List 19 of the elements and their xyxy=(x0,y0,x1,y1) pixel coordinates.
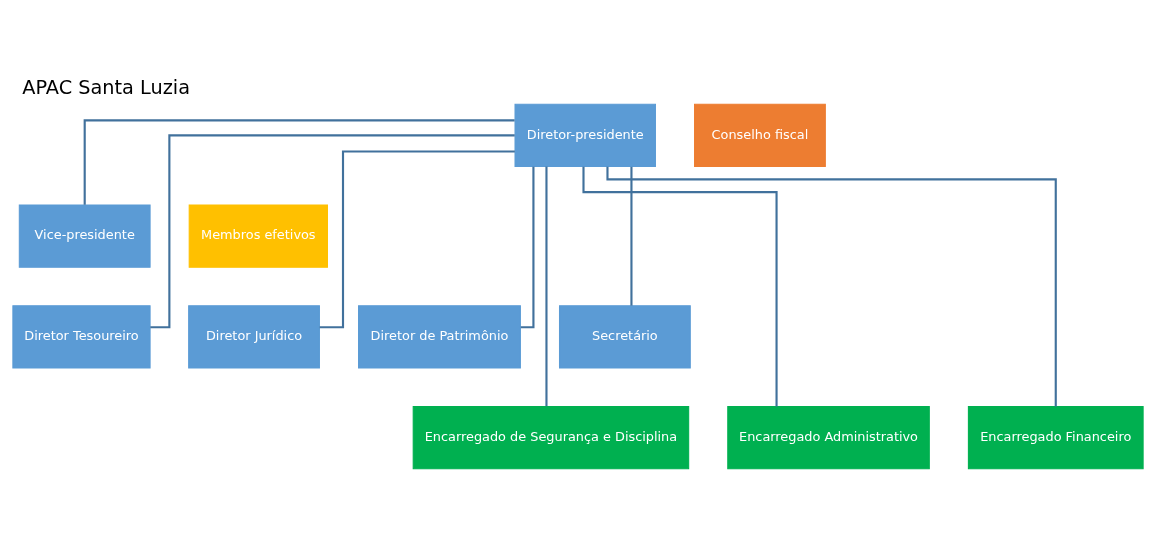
node-box: Diretor de Patrimônio xyxy=(358,304,521,368)
connector xyxy=(545,166,548,406)
connector xyxy=(319,149,515,328)
connector xyxy=(520,166,535,328)
node-box: Conselho fiscal xyxy=(694,103,826,167)
node-box: Secretário xyxy=(558,304,691,368)
connector xyxy=(630,166,633,306)
node-box: Encarregado de Segurança e Disciplina xyxy=(412,405,690,469)
connector xyxy=(606,166,1057,406)
node-box: Membros efetivos xyxy=(188,204,328,268)
diagram-title: APAC Santa Luzia xyxy=(22,75,190,99)
node-box: Diretor Jurídico xyxy=(188,304,320,368)
node-box: Encarregado Financeiro xyxy=(967,405,1144,469)
node-box: Diretor Tesoureiro xyxy=(12,304,151,368)
node-box: Vice-presidente xyxy=(18,204,151,268)
connector xyxy=(83,118,515,205)
node-box: Diretor-presidente xyxy=(514,103,656,167)
connector xyxy=(582,166,778,407)
node-box: Encarregado Administrativo xyxy=(727,405,930,469)
